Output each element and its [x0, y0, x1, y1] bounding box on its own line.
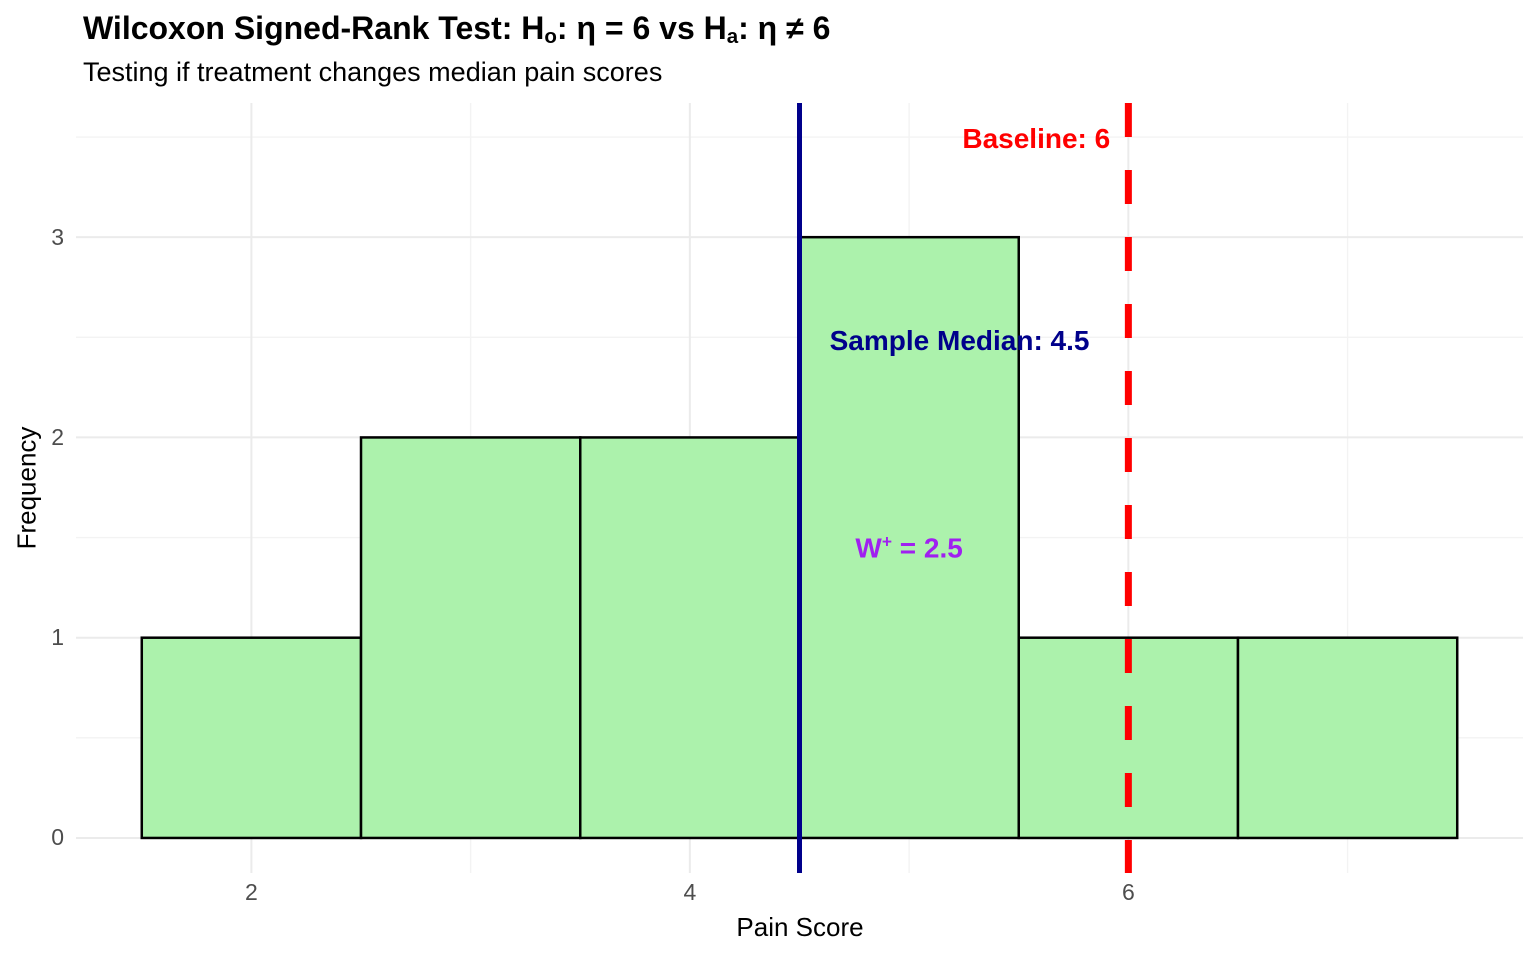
- alt-hypothesis-subscript: a: [726, 24, 739, 48]
- histogram-bar: [1236, 636, 1459, 840]
- x-tick-label: 6: [1121, 879, 1135, 905]
- title-text: : η ≠ 6: [738, 10, 831, 46]
- w-statistic-base: W: [855, 532, 882, 564]
- y-tick-label: 2: [51, 423, 64, 450]
- histogram-bar: [579, 436, 801, 840]
- x-axis-title: Pain Score: [736, 912, 864, 942]
- x-tick-label: 2: [244, 879, 258, 905]
- null-hypothesis-subscript: o: [544, 24, 557, 48]
- baseline-label: Baseline: 6: [962, 123, 1111, 155]
- chart-subtitle: Testing if treatment changes median pain…: [83, 57, 663, 87]
- w-statistic-label: W+ = 2.5: [855, 531, 962, 564]
- chart-title: Wilcoxon Signed-Rank Test: Ho: η = 6 vs …: [83, 10, 831, 48]
- title-text: Wilcoxon Signed-Rank Test: H: [83, 10, 545, 46]
- histogram-bar: [140, 636, 363, 840]
- w-statistic-superscript: +: [881, 530, 892, 551]
- title-text: : η = 6 vs H: [556, 10, 727, 46]
- histogram-bar: [798, 235, 1020, 840]
- w-statistic-value: = 2.5: [891, 532, 963, 564]
- y-tick-label: 0: [51, 824, 64, 851]
- sample-median-label: Sample Median: 4.5: [829, 325, 1090, 357]
- histogram-bar: [359, 436, 582, 840]
- y-tick-label: 1: [51, 624, 64, 651]
- y-tick-label: 3: [51, 223, 64, 250]
- x-tick-label: 4: [683, 879, 697, 905]
